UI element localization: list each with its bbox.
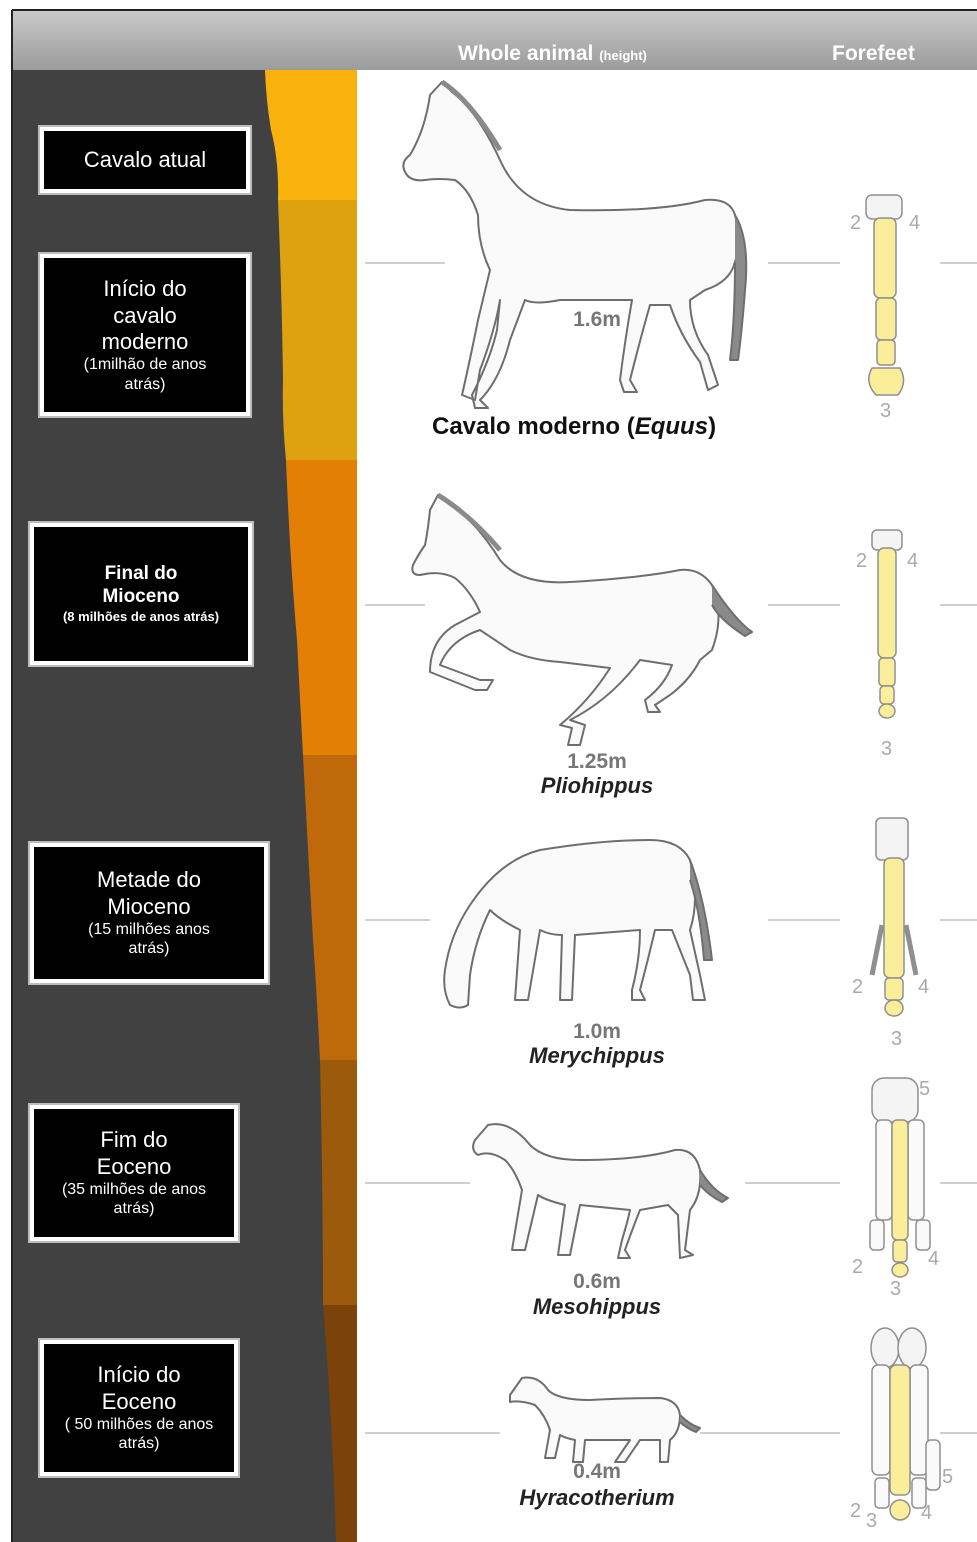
era-box-early-eocene: Início do Eoceno ( 50 milhões de anos at… <box>40 1340 238 1476</box>
height-label: 0.6m <box>497 1270 697 1294</box>
era-title: Metade do Mioceno <box>79 867 219 920</box>
digit-label: 2 <box>852 1256 863 1279</box>
era-subtitle: (1milhão de anos atrás) <box>65 355 225 393</box>
era-subtitle: ( 50 milhões de anos atrás) <box>64 1415 214 1453</box>
era-subtitle: (8 milhões de anos atrás) <box>61 609 221 625</box>
species-name: Mesohippus <box>477 1294 717 1320</box>
era-subtitle: (35 milhões de anos atrás) <box>59 1180 209 1218</box>
height-label: 1.0m <box>497 1020 697 1044</box>
era-title: Final do Mioceno <box>81 563 201 609</box>
horse-pliohippus-illustration <box>412 495 752 745</box>
era-title: Cavalo atual <box>84 147 206 173</box>
species-name: Hyracotherium <box>477 1485 717 1511</box>
stratum-2 <box>278 200 357 460</box>
stratum-5 <box>320 1060 357 1305</box>
species-latin-name: Equus <box>635 413 708 440</box>
digit-label: 5 <box>942 1466 953 1489</box>
forefoot-pliohippus-illustration <box>872 530 902 718</box>
height-label: 0.4m <box>497 1460 697 1484</box>
digit-label: 4 <box>918 976 929 999</box>
species-name: Pliohippus <box>477 773 717 799</box>
digit-label: 4 <box>921 1502 932 1525</box>
height-label: 1.6m <box>497 308 697 332</box>
era-box-current: Cavalo atual <box>40 127 250 193</box>
digit-label: 3 <box>890 1278 901 1301</box>
digit-label: 2 <box>856 550 867 573</box>
digit-label: 2 <box>850 1500 861 1523</box>
header-forefeet: Forefeet <box>832 42 915 66</box>
header-whole-animal-label: Whole animal <box>458 42 593 65</box>
horse-merychippus-illustration <box>444 840 712 1008</box>
era-title: Fim do Eoceno <box>79 1127 189 1180</box>
stratum-1 <box>265 70 357 200</box>
species-name-equus: Cavalo moderno (Equus) <box>432 413 716 441</box>
forefoot-merychippus-illustration <box>872 818 916 1016</box>
digit-label: 5 <box>919 1078 930 1101</box>
header-whole-animal: Whole animal (height) <box>458 42 647 66</box>
digit-label: 2 <box>852 976 863 999</box>
era-box-early-modern: Início do cavalo moderno (1milhão de ano… <box>40 254 250 416</box>
era-box-late-miocene: Final do Mioceno (8 milhões de anos atrá… <box>30 523 252 665</box>
era-title: Início do cavalo moderno <box>80 276 210 355</box>
digit-label: 3 <box>880 400 891 423</box>
header-height-note: (height) <box>599 48 647 63</box>
horse-hyracotherium-illustration <box>510 1378 700 1463</box>
digit-label: 4 <box>909 212 920 235</box>
era-title: Início do Eoceno <box>84 1362 194 1415</box>
digit-label: 3 <box>866 1510 877 1533</box>
digit-label: 2 <box>850 212 861 235</box>
digit-label: 4 <box>928 1248 939 1271</box>
forefoot-hyracotherium-illustration <box>871 1328 940 1520</box>
era-box-mid-miocene: Metade do Mioceno (15 milhões anos atrás… <box>30 843 268 983</box>
species-name: Merychippus <box>477 1043 717 1069</box>
forefoot-mesohippus-illustration <box>870 1078 930 1277</box>
horse-mesohippus-illustration <box>473 1124 728 1258</box>
horse-equus-illustration <box>403 82 746 408</box>
forefoot-equus-illustration <box>866 195 904 395</box>
era-subtitle: (15 milhões anos atrás) <box>69 920 229 958</box>
digit-label: 3 <box>881 738 892 761</box>
species-common-name: Cavalo moderno <box>432 413 620 440</box>
height-label: 1.25m <box>497 750 697 774</box>
digit-label: 3 <box>891 1028 902 1051</box>
digit-label: 4 <box>907 550 918 573</box>
era-box-late-eocene: Fim do Eoceno (35 milhões de anos atrás) <box>30 1105 238 1241</box>
